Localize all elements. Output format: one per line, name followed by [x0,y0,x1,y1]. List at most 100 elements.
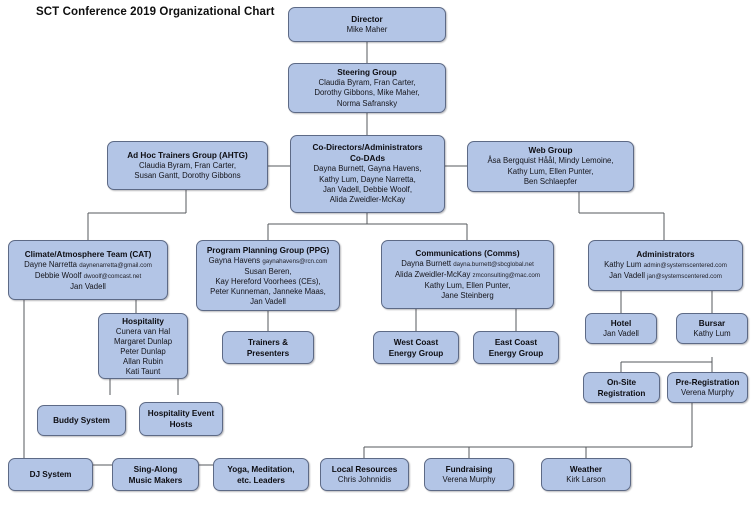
node-hospitality-event-hosts[interactable]: Hospitality Event Hosts [139,402,223,436]
node-administrators-email: admin@systemscentered.com [643,262,727,269]
node-west-coast-energy-group[interactable]: West Coast Energy Group [373,331,459,364]
node-ppg-person: Gayna Havens [208,255,261,265]
node-cat-member: Debbie Woolf dwoolf@comcast.net [35,271,141,282]
node-ahtg-member: Claudia Byram, Fran Carter, [138,160,237,170]
node-fundraising-title: Fundraising [445,464,493,474]
node-co-directors-administrators[interactable]: Co-Directors/Administrators Co-DAds Dayn… [290,135,445,213]
node-local-resources-member: Chris Johnnidis [337,474,392,484]
node-hospitality-event-hosts-title2: Hosts [169,420,193,429]
node-local-resources[interactable]: Local Resources Chris Johnnidis [320,458,409,491]
node-ahtg-member: Susan Gantt, Dorothy Gibbons [134,171,241,180]
node-sing-along-music-makers[interactable]: Sing-Along Music Makers [112,458,199,491]
node-cat-email: dwoolf@comcast.net [83,272,142,280]
node-dj-system-title: DJ System [29,470,72,479]
node-bursar[interactable]: Bursar Kathy Lum [676,313,748,344]
node-bursar-member: Kathy Lum [693,328,731,338]
node-web-group[interactable]: Web Group Åsa Bergquist Håål, Mindy Lemo… [467,141,634,192]
node-director-title: Director [351,14,383,24]
node-ppg-member: Gayna Havens gaynahavens@rcn.com [209,256,328,267]
node-comms-member: Alida Zweidler-McKay zmconsulting@mac.co… [395,270,540,281]
node-comms-email: dayna.burnett@sbcglobal.net [453,261,534,268]
node-hospitality[interactable]: Hospitality Cunera van Hal Margaret Dunl… [98,313,188,379]
node-trainers-presenters[interactable]: Trainers & Presenters [222,331,314,364]
node-west-coast-title: West Coast [393,337,439,347]
node-hospitality-member: Peter Dunlap [120,346,166,356]
node-ppg-member: Peter Kunneman, Janneke Maas, [210,286,326,296]
node-hospitality-member: Cunera van Hal [115,326,171,336]
node-cat-member: Dayne Narretta daynenarretta@gmail.com [24,260,152,271]
node-fundraising[interactable]: Fundraising Verena Murphy [424,458,514,491]
node-program-planning-group[interactable]: Program Planning Group (PPG) Gayna Haven… [196,240,340,311]
node-steering-group[interactable]: Steering Group Claudia Byram, Fran Carte… [288,63,446,113]
node-administrators-email: jan@systemscentered.com [647,273,722,280]
node-cat-person: Dayne Narretta [24,259,78,269]
node-cat-title: Climate/Atmosphere Team (CAT) [24,249,152,259]
node-hospitality-event-hosts-title: Hospitality Event [147,409,215,418]
node-yoga-title: Yoga, Meditation, [227,464,295,474]
node-climate-atmosphere-team[interactable]: Climate/Atmosphere Team (CAT) Dayne Narr… [8,240,168,300]
node-co-dads-member: Dayna Burnett, Gayna Havens, [313,164,422,174]
node-buddy-system[interactable]: Buddy System [37,405,126,436]
node-sing-along-title: Sing-Along [133,464,178,474]
node-comms-person: Dayna Burnett [401,259,452,268]
node-administrators[interactable]: Administrators Kathy Lum admin@systemsce… [588,240,743,291]
node-comms-email: zmconsulting@mac.com [472,272,541,279]
node-hotel[interactable]: Hotel Jan Vadell [585,313,657,344]
node-steering-group-member: Dorothy Gibbons, Mike Maher, [314,88,420,98]
node-weather[interactable]: Weather Kirk Larson [541,458,631,491]
node-director-member: Mike Maher [346,24,388,34]
node-dj-system[interactable]: DJ System [8,458,93,491]
node-local-resources-title: Local Resources [331,464,398,474]
node-steering-group-title: Steering Group [337,67,397,77]
node-cat-person: Jan Vadell [70,281,106,291]
node-trainers-presenters-title2: Presenters [246,348,290,358]
node-web-group-member: Kathy Lum, Ellen Punter, [507,166,594,176]
node-co-dads-member: Jan Vadell, Debbie Woolf, [323,185,412,194]
node-pre-registration[interactable]: Pre-Registration Verena Murphy [667,372,748,403]
node-hotel-title: Hotel [610,318,632,328]
node-onsite-registration-title: On-Site [606,377,637,387]
node-west-coast-title2: Energy Group [388,348,444,358]
node-onsite-registration[interactable]: On-Site Registration [583,372,660,403]
node-ahtg-title: Ad Hoc Trainers Group (AHTG) [127,150,248,160]
node-ppg-member: Susan Beren, [244,266,292,276]
node-sing-along-title2: Music Makers [128,475,183,485]
node-steering-group-member: Norma Safransky [336,98,398,108]
node-hospitality-member: Kati Taunt [125,366,161,376]
node-yoga-title2: etc. Leaders [237,475,285,485]
node-pre-registration-title: Pre-Registration [675,377,740,387]
node-director[interactable]: Director Mike Maher [288,7,446,42]
node-comms-person: Alida Zweidler-McKay [394,270,471,279]
node-ppg-email: gaynahavens@rcn.com [262,257,328,265]
node-cat-email: daynenarretta@gmail.com [79,261,152,269]
node-onsite-registration-title2: Registration [597,388,646,398]
node-steering-group-member: Claudia Byram, Fran Carter, [318,77,416,87]
node-comms-title: Communications (Comms) [415,249,520,258]
node-east-coast-energy-group[interactable]: East Coast Energy Group [473,331,559,364]
page-title: SCT Conference 2019 Organizational Chart [36,6,275,18]
node-east-coast-title: East Coast [494,337,538,347]
node-administrators-person: Jan Vadell [609,271,645,280]
node-bursar-title: Bursar [698,318,726,328]
node-buddy-system-title: Buddy System [53,416,110,425]
node-co-dads-member: Alida Zweidler-McKay [329,195,406,205]
node-communications[interactable]: Communications (Comms) Dayna Burnett day… [381,240,554,309]
node-cat-person: Debbie Woolf [34,270,82,280]
node-administrators-member: Jan Vadell jan@systemscentered.com [609,271,722,282]
node-comms-member: Dayna Burnett dayna.burnett@sbcglobal.ne… [401,259,534,270]
node-co-dads-subtitle: Co-DAds [349,154,386,164]
node-weather-member: Kirk Larson [566,474,606,484]
node-fundraising-member: Verena Murphy [442,474,496,484]
node-ad-hoc-trainers-group[interactable]: Ad Hoc Trainers Group (AHTG) Claudia Byr… [107,141,268,190]
node-ppg-member: Kay Hereford Voorhees (CEs), [215,276,321,286]
node-hospitality-member: Allan Rubin [123,356,163,366]
node-comms-member: Kathy Lum, Ellen Punter, [424,281,511,290]
node-web-group-title: Web Group [528,146,573,156]
node-administrators-member: Kathy Lum admin@systemscentered.com [604,260,727,271]
node-yoga-meditation-leaders[interactable]: Yoga, Meditation, etc. Leaders [213,458,309,491]
node-ppg-title: Program Planning Group (PPG) [206,245,330,255]
node-trainers-presenters-title: Trainers & [247,337,289,347]
node-hospitality-title: Hospitality [122,316,164,326]
node-co-dads-member: Kathy Lum, Dayne Narretta, [319,174,416,184]
